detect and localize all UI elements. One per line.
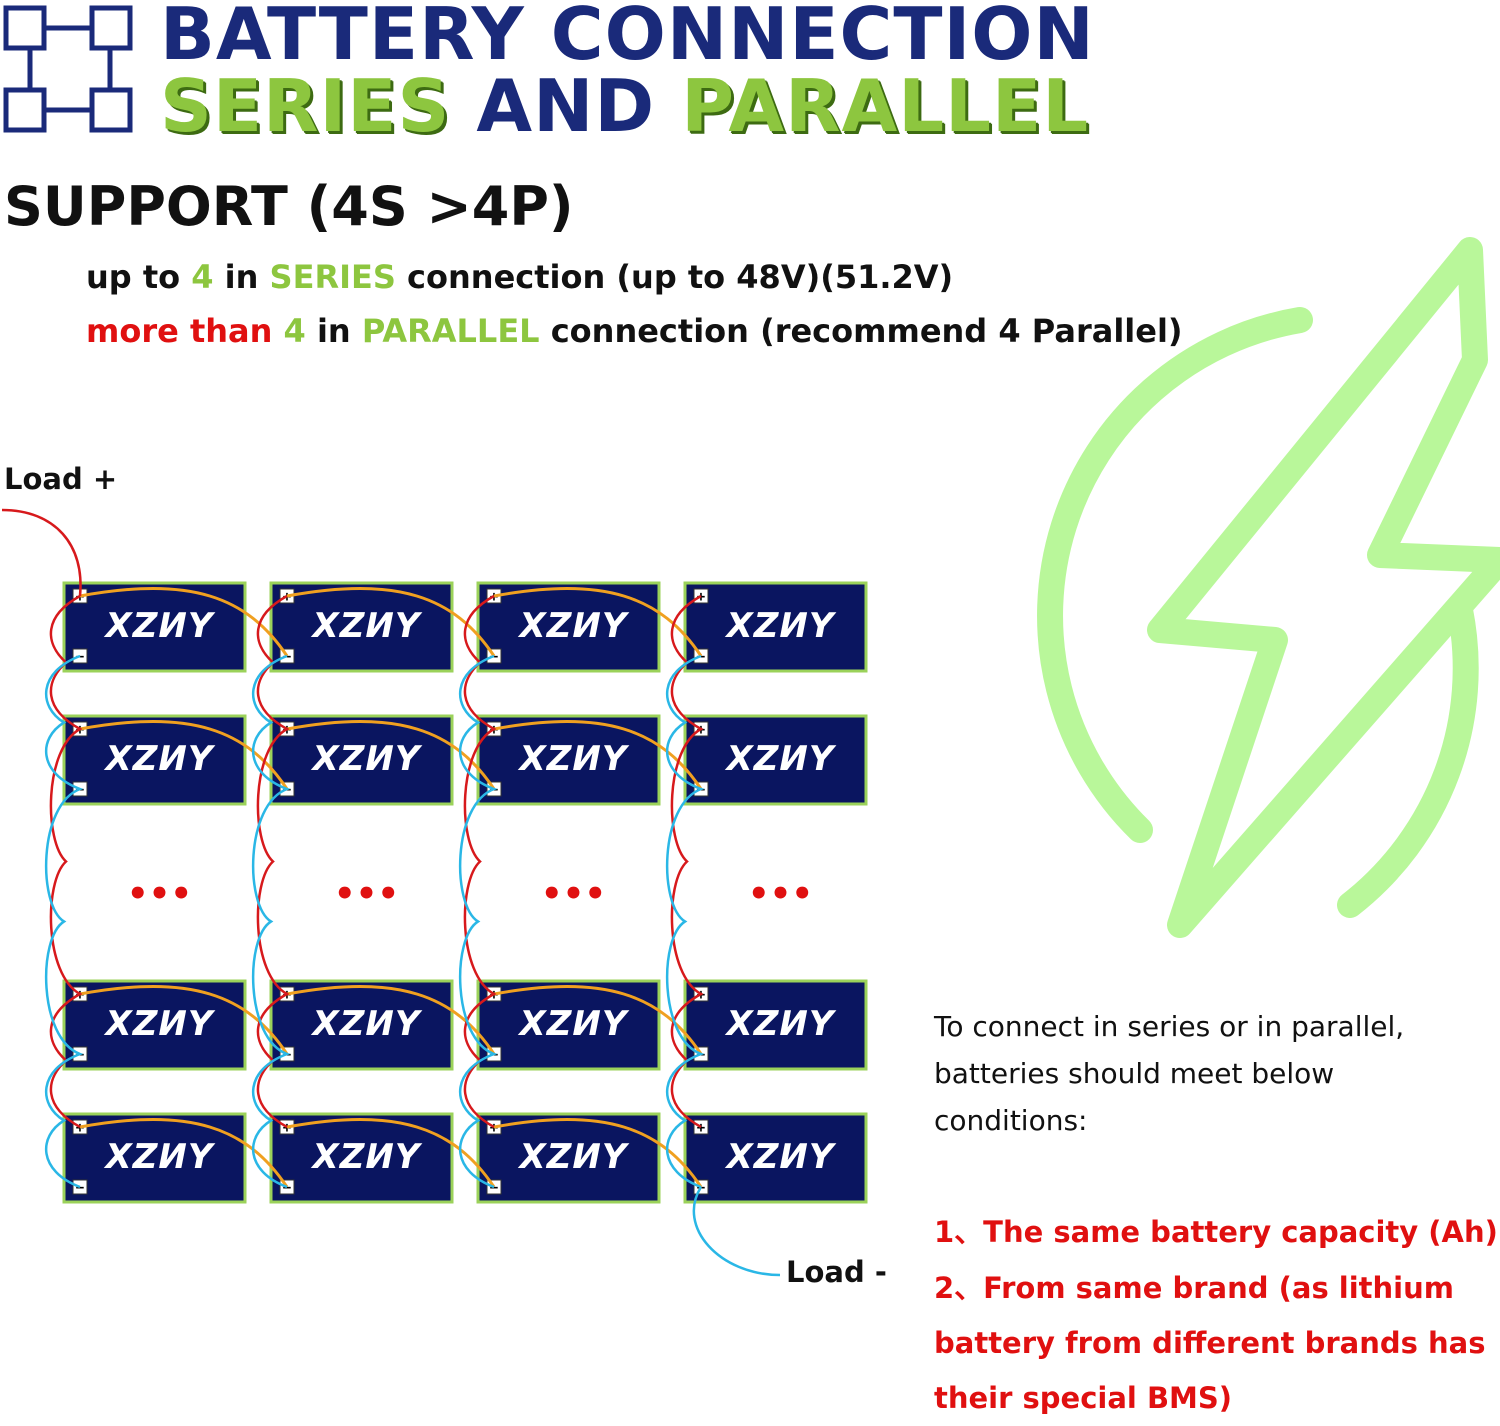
series-link-wire bbox=[286, 720, 496, 790]
parallel-text-c: connection (recommend 4 Parallel) bbox=[539, 312, 1183, 350]
load-negative-lead bbox=[692, 1186, 781, 1277]
battery-brand-label: XZИY bbox=[311, 739, 423, 779]
positive-terminal-symbol: + bbox=[283, 1120, 291, 1136]
bolt-circle-arc bbox=[1037, 307, 1313, 843]
more-batteries-ellipsis: ••• bbox=[127, 874, 192, 914]
battery bbox=[683, 714, 868, 806]
series-text-b: in bbox=[213, 258, 270, 296]
series-link-wire bbox=[79, 1118, 289, 1188]
battery bbox=[683, 581, 868, 673]
battery-brand-label: XZИY bbox=[518, 1004, 630, 1044]
battery-brand-label: XZИY bbox=[725, 606, 837, 646]
battery-brand-label: XZИY bbox=[311, 1137, 423, 1177]
battery-brand-label: XZИY bbox=[311, 1004, 423, 1044]
battery-brand-label: XZИY bbox=[104, 1137, 216, 1177]
series-link-wire bbox=[79, 720, 289, 790]
positive-terminal-symbol: + bbox=[490, 1120, 498, 1136]
condition-2-line-2: battery from different brands has bbox=[934, 1326, 1486, 1360]
positive-terminal-symbol: + bbox=[697, 1120, 705, 1136]
title-and: AND bbox=[476, 64, 656, 148]
negative-terminal-symbol: − bbox=[283, 1180, 291, 1196]
bolt-circle-arc-right bbox=[1337, 597, 1479, 918]
parallel-mode: PARALLEL bbox=[361, 312, 540, 350]
series-link-wire bbox=[493, 985, 703, 1055]
parallel-negative-wire bbox=[44, 654, 84, 1189]
battery bbox=[269, 1112, 454, 1204]
series-link-wire bbox=[493, 587, 703, 657]
conditions-intro-1: To connect in series or in parallel, bbox=[934, 1010, 1405, 1043]
title-line-2: SERIES AND PARALLEL bbox=[160, 70, 1089, 142]
title-series: SERIES bbox=[160, 64, 451, 148]
battery-brand-label: XZИY bbox=[725, 1004, 837, 1044]
conditions-intro-2: batteries should meet below bbox=[934, 1057, 1335, 1090]
battery-brand-label: XZИY bbox=[311, 606, 423, 646]
title-line-1: BATTERY CONNECTION bbox=[160, 0, 1095, 76]
load-plus-label: Load + bbox=[4, 462, 118, 496]
parallel-negative-wire bbox=[665, 654, 705, 1189]
battery bbox=[683, 1112, 868, 1204]
series-link-wire bbox=[286, 1118, 496, 1188]
positive-terminal-symbol: + bbox=[76, 1120, 84, 1136]
series-link-wire bbox=[79, 587, 289, 657]
battery-brand-label: XZИY bbox=[104, 1004, 216, 1044]
parallel-negative-wire bbox=[251, 654, 291, 1189]
series-link-wire bbox=[79, 985, 289, 1055]
title-parallel: PARALLEL bbox=[681, 64, 1090, 148]
battery-brand-label: XZИY bbox=[518, 1137, 630, 1177]
battery-brand-label: XZИY bbox=[518, 739, 630, 779]
battery-brand-label: XZИY bbox=[518, 606, 630, 646]
battery-brand-label: XZИY bbox=[104, 739, 216, 779]
load-positive-lead bbox=[1, 508, 82, 597]
series-text-a: up to bbox=[86, 258, 192, 296]
more-batteries-ellipsis: ••• bbox=[748, 874, 813, 914]
conditions-intro-3: conditions: bbox=[934, 1104, 1088, 1137]
support-heading: SUPPORT (4S >4P) bbox=[4, 175, 574, 238]
parallel-support-line: more than 4 in PARALLEL connection (reco… bbox=[86, 311, 1183, 351]
bolt-shape bbox=[1147, 237, 1500, 938]
negative-terminal-symbol: − bbox=[490, 1180, 498, 1196]
series-mode: SERIES bbox=[269, 258, 396, 296]
series-text-c: connection (up to 48V)(51.2V) bbox=[395, 258, 954, 296]
battery-brand-label: XZИY bbox=[725, 1137, 837, 1177]
conditions-intro: To connect in series or in parallel, batt… bbox=[934, 1003, 1404, 1144]
condition-2: 2、From same brand (as lithium battery fro… bbox=[934, 1261, 1485, 1426]
series-support-line: up to 4 in SERIES connection (up to 48V)… bbox=[86, 257, 953, 297]
series-parallel-grid-icon bbox=[3, 5, 133, 133]
series-count: 4 bbox=[191, 258, 214, 296]
condition-2-line-3: their special BMS) bbox=[934, 1381, 1233, 1415]
series-link-wire bbox=[493, 1118, 703, 1188]
parallel-text-a: more than bbox=[86, 312, 284, 350]
parallel-count: 4 bbox=[283, 312, 306, 350]
battery bbox=[683, 979, 868, 1071]
more-batteries-ellipsis: ••• bbox=[541, 874, 606, 914]
battery bbox=[269, 979, 454, 1071]
parallel-negative-wire bbox=[458, 654, 498, 1189]
more-batteries-ellipsis: ••• bbox=[334, 874, 399, 914]
parallel-text-b: in bbox=[305, 312, 362, 350]
negative-terminal-symbol: − bbox=[76, 1180, 84, 1196]
condition-1: 1、The same battery capacity (Ah) bbox=[934, 1215, 1498, 1249]
condition-2-line-1: 2、From same brand (as lithium bbox=[934, 1271, 1454, 1305]
battery-brand-label: XZИY bbox=[104, 606, 216, 646]
series-link-wire bbox=[286, 985, 496, 1055]
series-link-wire bbox=[286, 587, 496, 657]
load-minus-label: Load - bbox=[786, 1255, 887, 1289]
series-link-wire bbox=[493, 720, 703, 790]
battery-brand-label: XZИY bbox=[725, 739, 837, 779]
